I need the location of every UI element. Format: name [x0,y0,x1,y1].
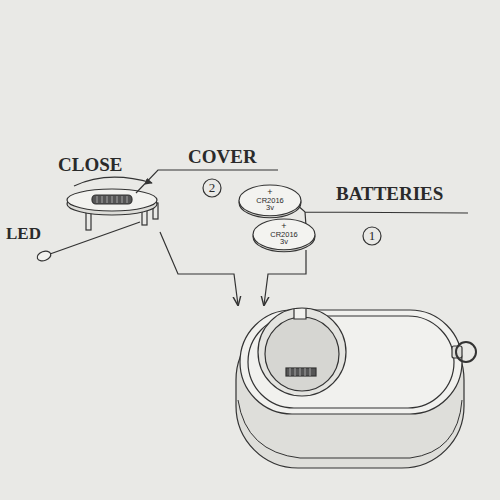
battery-marking: CR2016 [270,231,298,239]
battery-marking: 3v [280,238,288,246]
battery-marking: + [281,222,286,231]
part-label: LED [6,224,41,244]
cover [67,189,158,230]
callout-number: 1 [363,227,381,245]
close-arrow [74,177,152,186]
callout-number: 2 [203,179,221,197]
assembly-arrow [264,250,306,305]
callout-circle [363,227,381,245]
housing [236,308,476,468]
part-label: COVER [188,146,257,168]
battery-marking: CR2016 [256,197,284,205]
assembly-arrow [160,232,238,305]
battery-cell: +CR20163v [238,184,302,217]
part-label: CLOSE [58,154,122,176]
battery-marking: 3v [266,204,274,212]
battery-cell: +CR20163v [252,218,316,251]
battery-marking: + [267,188,272,197]
batteries-leader [296,204,468,226]
part-label: BATTERIES [336,183,443,205]
led-part [36,222,140,263]
callout-circle [203,179,221,197]
